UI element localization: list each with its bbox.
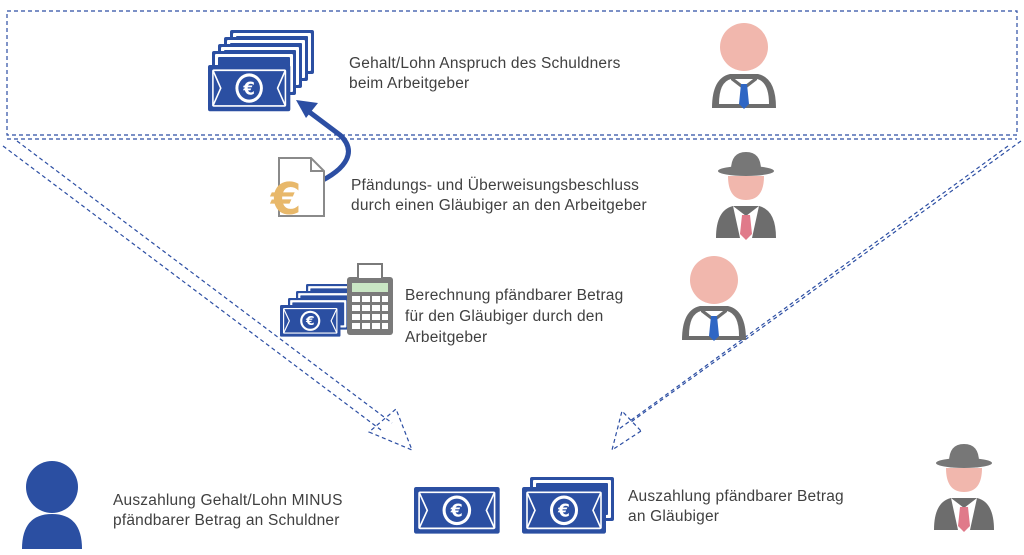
creditor-payout-person-icon (934, 444, 994, 532)
money-stack-icon (207, 30, 314, 113)
creditor-payout-line2: an Gläubiger (628, 508, 720, 525)
euro-document-icon: € (270, 157, 325, 225)
payout-arrow-left (2, 140, 414, 452)
debtor-payout-label: Auszahlung Gehalt/Lohn MINUS pfändbarer … (113, 491, 343, 531)
garnishment-order-line1: Pfändungs- und Überweisungsbeschluss (351, 177, 640, 194)
employer-calc-person-icon (682, 256, 746, 341)
calculation-label: Berechnung pfändbarer Betrag für den Glä… (405, 285, 623, 348)
salary-claim-label: Gehalt/Lohn Anspruch des Schuldners beim… (349, 54, 621, 94)
debtor-payout-money-icon (413, 486, 501, 535)
debtor-payout-line2: pfändbarer Betrag an Schuldner (113, 512, 340, 529)
svg-text:€: € (270, 174, 302, 225)
creditor-payout-label: Auszahlung pfändbarer Betrag an Gläubige… (628, 487, 844, 527)
debtor-person-icon (22, 461, 82, 549)
calculation-line2: für den Gläubiger durch den (405, 308, 604, 325)
creditor-person-icon (716, 152, 776, 240)
calculator-money-icon (279, 263, 393, 338)
payout-arrow-right (611, 140, 1022, 452)
transfer-arrow-icon (296, 100, 351, 187)
calculation-line1: Berechnung pfändbarer Betrag (405, 287, 624, 304)
garnishment-order-label: Pfändungs- und Überweisungsbeschluss dur… (351, 176, 647, 216)
salary-claim-line2: beim Arbeitgeber (349, 75, 470, 92)
salary-claim-line1: Gehalt/Lohn Anspruch des Schuldners (349, 55, 621, 72)
creditor-payout-money-icon (521, 477, 614, 535)
calculation-line3: Arbeitgeber (405, 329, 488, 346)
debtor-payout-line1: Auszahlung Gehalt/Lohn MINUS (113, 492, 343, 509)
employer-box-frame (6, 10, 1018, 140)
employer-person-icon (712, 23, 776, 109)
garnishment-order-line2: durch einen Gläubiger an den Arbeitgeber (351, 197, 647, 214)
creditor-payout-line1: Auszahlung pfändbarer Betrag (628, 488, 844, 505)
